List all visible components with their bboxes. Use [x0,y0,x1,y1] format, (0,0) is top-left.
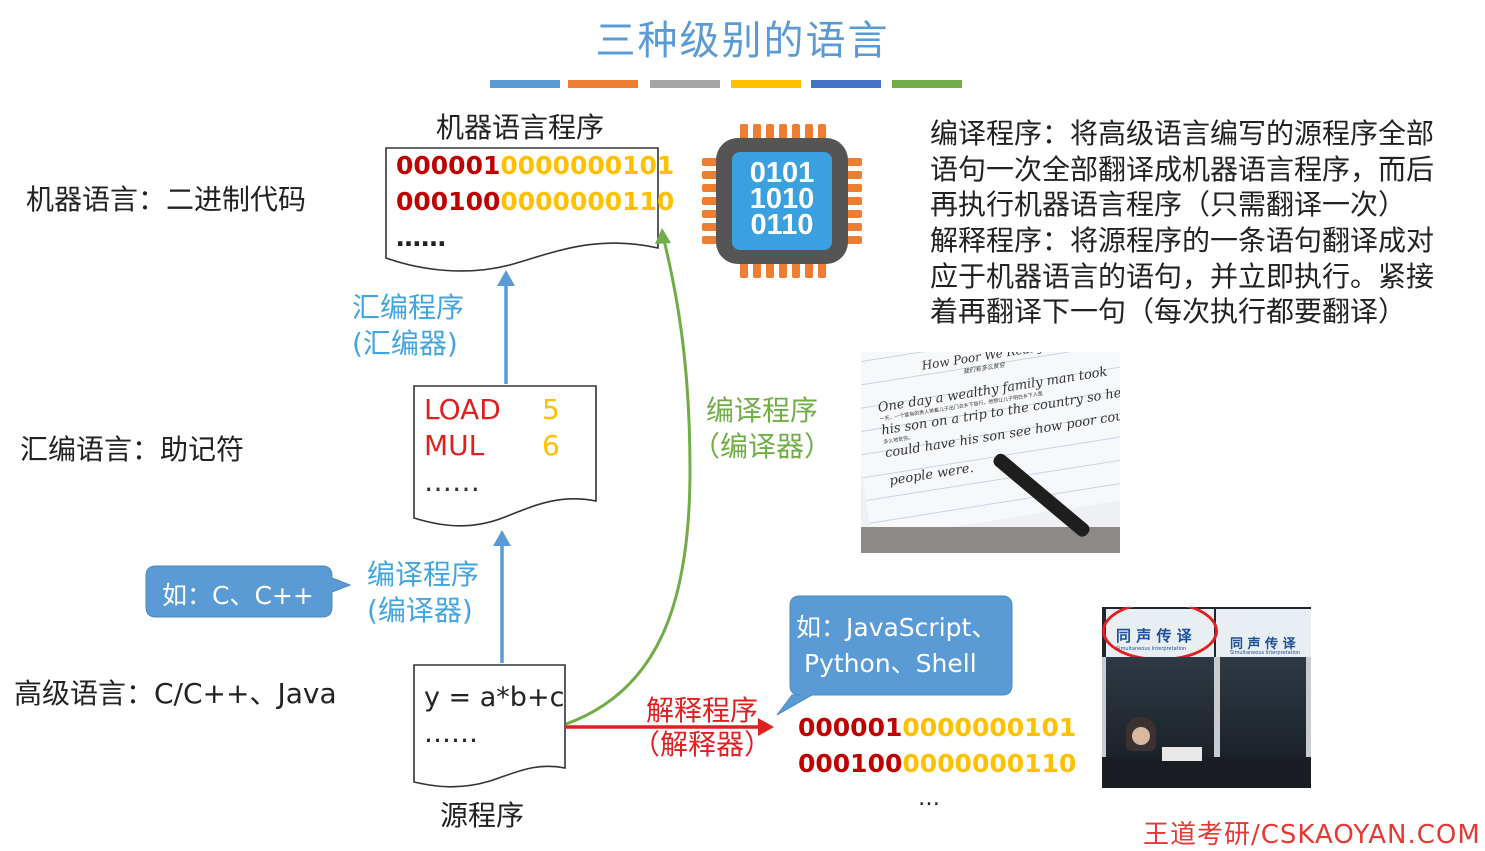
interpretation-booth-photo: 同 声 传 译 Simultaneous Interpretation 同 声 … [1102,607,1311,788]
asm-op-1: LOAD [424,393,501,426]
stripe-blue [490,80,560,88]
machine-language-label: 机器语言：二进制代码 [26,183,307,216]
source-doc-caption: 源程序 [440,799,525,832]
asm-dots: …… [424,465,480,498]
machine-code-line-1: 0000010000000101 [396,151,675,180]
compiled-example-text: 如：C、C++ [162,581,314,610]
assembly-doc-shape [413,385,597,527]
compiled-example-bubble [145,565,352,618]
booth-sign-2: 同 声 传 译 [1230,637,1296,652]
compiler-label: 编译程序 (编译器) [367,558,480,627]
stripe-orange [568,80,638,88]
machine-doc-code: 0000010000000101 0001000000000110 …… [396,148,674,256]
source-doc-shape [413,664,566,788]
page-title: 三种级别的语言 [595,18,890,64]
diagram-shapes [145,124,1013,788]
watermark: 王道考研/CSKAOYAN.COM [1143,820,1481,850]
assembler-label: 汇编程序 (汇编器) [352,291,465,360]
machine-code-line-2: 0001000000000110 [396,187,675,216]
stripe-yellow [731,80,801,88]
interpreter-explanation: 解释程序：将源程序的一条语句翻译成对 应于机器语言的语句，并立即执行。紧接 着再… [930,224,1435,328]
machine-code-dots: …… [396,223,446,252]
stripe-green [892,80,962,88]
source-doc-code: y = a*b+c …… [424,680,564,752]
interpreter-output: 0000010000000101 0001000000000110 [798,713,1077,778]
chip-binary-text: 0101 1010 0110 [749,157,815,241]
compiler-explanation: 编译程序：将高级语言编写的源程序全部 语句一次全部翻译成机器语言程序，而后 再执… [930,117,1435,221]
stripe-darkblue [811,80,881,88]
asm-arg-1: 5 [542,393,560,426]
chip-icon [702,124,862,278]
machine-doc-title: 机器语言程序 [436,111,605,144]
interpreter-label: 解释程序 （解释器） [632,694,773,761]
interpreted-example-bubble [776,595,1013,716]
assembly-language-label: 汇编语言：助记符 [20,433,245,466]
interpreter-output-dots: … [918,786,940,811]
booth-sign-2-sub: Simultaneous Interpretation [1230,650,1301,656]
asm-op-2: MUL [424,429,485,462]
source-code-line: y = a*b+c [424,682,565,713]
asm-arg-2: 6 [542,429,560,462]
handwriting-photo: How Poor We Really Are 我们有多么贫穷 One day a… [861,352,1120,553]
machine-doc-shape [385,147,659,272]
assembly-doc-code: LOAD 5 MUL 6 …… [424,392,560,500]
compiler-green-arrow [565,239,692,726]
stripe-gray [650,80,720,88]
high-level-language-label: 高级语言：C/C++、Java [14,677,337,710]
compiler-green-label: 编译程序 （编译器） [692,394,833,463]
source-code-dots: …… [424,718,478,749]
interpreted-example-text: 如：JavaScript、 Python、Shell [796,613,997,678]
